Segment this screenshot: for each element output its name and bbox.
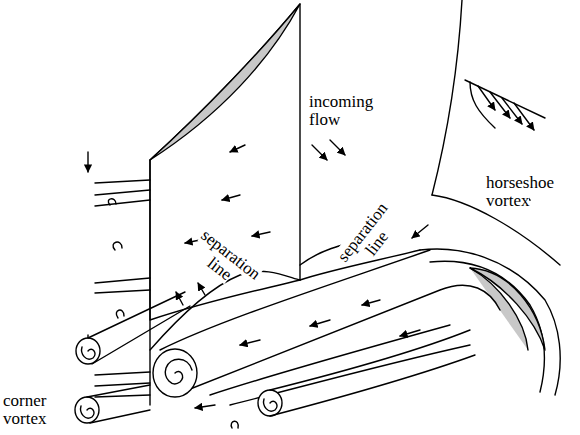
flow-label: incoming flow [309, 93, 387, 129]
vortex-label: corner vortex [3, 392, 75, 428]
vortex-label: horseshoe vortex [486, 174, 574, 210]
